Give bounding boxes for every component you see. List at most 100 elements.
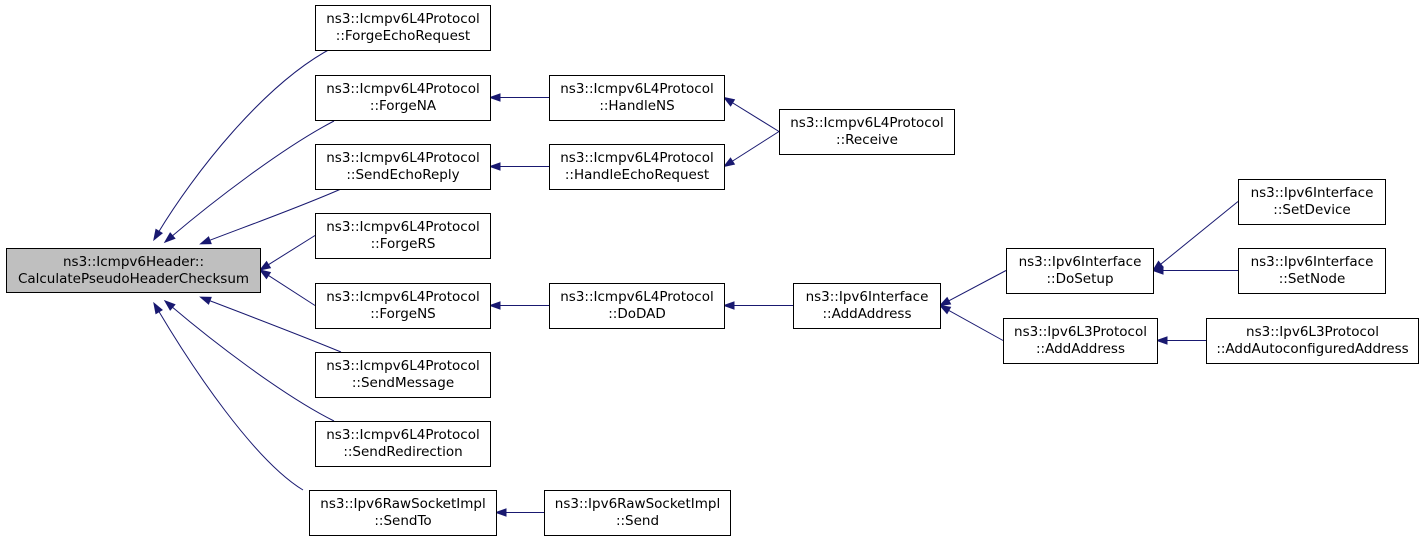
node-box (309, 490, 497, 536)
call-edge-if_add_address-to-do_dad (714, 301, 793, 310)
node-label-scope: ns3::Ipv6Interface (1251, 185, 1374, 201)
node-box (315, 75, 491, 121)
node-label-scope: ns3::Icmpv6L4Protocol (560, 289, 714, 305)
node-send_message[interactable]: ns3::Icmpv6L4Protocol::SendMessage (315, 352, 491, 398)
node-label-function: ::SetDevice (1273, 202, 1350, 218)
node-box (544, 490, 731, 536)
node-send_echo_reply[interactable]: ns3::Icmpv6L4Protocol::SendEchoReply (315, 144, 491, 190)
node-label-function: ::SendTo (374, 513, 431, 529)
node-l3_add_address[interactable]: ns3::Ipv6L3Protocol::AddAddress (1003, 318, 1158, 364)
arrowhead-icon (488, 93, 501, 102)
call-edge-receive-to-handle_echo_request (715, 131, 780, 173)
arrowhead-icon (153, 228, 163, 242)
edge-line (170, 120, 335, 238)
node-receive[interactable]: ns3::Icmpv6L4Protocol::Receive (779, 109, 955, 155)
node-l3_add_autoconf[interactable]: ns3::Ipv6L3Protocol::AddAutoconfiguredAd… (1206, 318, 1419, 364)
node-if_set_node[interactable]: ns3::Ipv6Interface::SetNode (1238, 248, 1386, 294)
arrowhead-icon (1155, 336, 1168, 345)
node-box (315, 5, 491, 51)
node-label-scope: ns3::Icmpv6L4Protocol (560, 81, 714, 97)
node-box (1006, 248, 1154, 294)
call-edge-send_message-to-root (199, 296, 342, 353)
arrowhead-icon (722, 301, 735, 310)
call-edge-l3_add_address-to-if_add_address (931, 300, 1004, 341)
node-if_do_setup[interactable]: ns3::Ipv6Interface::DoSetup (1006, 248, 1154, 294)
node-label-scope: ns3::Icmpv6L4Protocol (790, 115, 944, 131)
node-box (315, 421, 491, 467)
node-box (549, 283, 725, 329)
node-label-scope: ns3::Ipv6L3Protocol (1014, 324, 1147, 340)
arrowhead-icon (722, 157, 736, 168)
node-forge_na[interactable]: ns3::Icmpv6L4Protocol::ForgeNA (315, 75, 491, 121)
node-label-function: ::SendRedirection (343, 444, 462, 460)
node-label-scope: ns3::Ipv6L3Protocol (1246, 324, 1379, 340)
call-edge-send_redirection-to-root (163, 299, 335, 422)
node-label-function: ::ForgeRS (371, 236, 436, 252)
arrowhead-icon (163, 232, 176, 244)
node-label-scope: ns3::Ipv6Interface (1019, 254, 1142, 270)
node-box (549, 75, 725, 121)
node-root[interactable]: ns3::Icmpv6Header::CalculatePseudoHeader… (6, 248, 261, 293)
edge-line (157, 46, 335, 234)
arrowhead-icon (722, 96, 736, 107)
node-box (315, 144, 491, 190)
node-label-scope: ns3::Icmpv6L4Protocol (326, 427, 480, 443)
call-edge-send_echo_reply-to-root (199, 188, 342, 245)
node-label-function: ::AddAddress (823, 306, 912, 322)
node-raw_send_to[interactable]: ns3::Ipv6RawSocketImpl::SendTo (309, 490, 497, 536)
arrowhead-icon (199, 296, 212, 305)
node-label-scope: ns3::Icmpv6L4Protocol (326, 289, 480, 305)
node-label-scope: ns3::Ipv6RawSocketImpl (555, 496, 720, 512)
node-label-scope: ns3::Icmpv6L4Protocol (326, 219, 480, 235)
arrowhead-icon (494, 508, 507, 517)
node-handle_ns[interactable]: ns3::Icmpv6L4Protocol::HandleNS (549, 75, 725, 121)
node-layer: ns3::Icmpv6Header::CalculatePseudoHeader… (6, 5, 1419, 536)
call-edge-handle_ns-to-forge_na (480, 93, 549, 102)
node-label-scope: ns3::Ipv6Interface (806, 289, 929, 305)
arrowhead-icon (1151, 266, 1164, 275)
arrowhead-icon (488, 162, 501, 171)
arrowhead-icon (163, 299, 176, 311)
node-if_set_device[interactable]: ns3::Ipv6Interface::SetDevice (1238, 179, 1386, 225)
node-label-scope: ns3::Icmpv6L4Protocol (326, 11, 480, 27)
node-do_dad[interactable]: ns3::Icmpv6L4Protocol::DoDAD (549, 283, 725, 329)
node-label-scope: ns3::Icmpv6L4Protocol (326, 358, 480, 374)
node-box (6, 248, 261, 293)
node-if_add_address[interactable]: ns3::Ipv6Interface::AddAddress (793, 283, 941, 329)
node-forge_ns[interactable]: ns3::Icmpv6L4Protocol::ForgeNS (315, 283, 491, 329)
node-label-function: ::DoSetup (1046, 271, 1113, 287)
arrowhead-icon (488, 301, 501, 310)
node-label-function: ::AddAutoconfiguredAddress (1216, 341, 1408, 357)
arrowhead-icon (153, 301, 163, 315)
edge-line (207, 299, 342, 353)
node-label-scope: ns3::Icmpv6L4Protocol (326, 150, 480, 166)
node-forge_rs[interactable]: ns3::Icmpv6L4Protocol::ForgeRS (315, 213, 491, 259)
node-forge_echo_request[interactable]: ns3::Icmpv6L4Protocol::ForgeEchoRequest (315, 5, 491, 51)
node-box (779, 109, 955, 155)
edge-line (157, 309, 304, 491)
node-raw_send[interactable]: ns3::Ipv6RawSocketImpl::Send (544, 490, 731, 536)
node-label-function: ::AddAddress (1036, 341, 1125, 357)
node-label-function: ::Receive (836, 132, 898, 148)
node-send_redirection[interactable]: ns3::Icmpv6L4Protocol::SendRedirection (315, 421, 491, 467)
node-label-function: CalculatePseudoHeaderChecksum (18, 271, 249, 287)
call-edge-receive-to-handle_ns (715, 91, 780, 132)
node-label-function: ::HandleNS (599, 98, 674, 114)
node-label-function: ::SendEchoReply (346, 167, 459, 183)
node-box (315, 283, 491, 329)
node-label-scope: ns3::Icmpv6L4Protocol (326, 81, 480, 97)
arrowhead-icon (938, 304, 952, 315)
node-box (1206, 318, 1419, 364)
node-label-scope: ns3::Icmpv6Header:: (63, 254, 204, 270)
call-edge-forge_na-to-root (163, 120, 335, 244)
edge-line (170, 305, 335, 422)
call-edge-if_do_setup-to-if_add_address (930, 270, 1007, 311)
node-label-function: ::ForgeNS (370, 306, 436, 322)
arrowhead-icon (258, 260, 272, 271)
arrowhead-icon (199, 236, 212, 245)
node-handle_echo_request[interactable]: ns3::Icmpv6L4Protocol::HandleEchoRequest (549, 144, 725, 190)
call-edge-do_dad-to-forge_ns (480, 301, 549, 310)
arrowhead-icon (938, 296, 952, 307)
call-edge-forge_ns-to-root (251, 264, 316, 306)
